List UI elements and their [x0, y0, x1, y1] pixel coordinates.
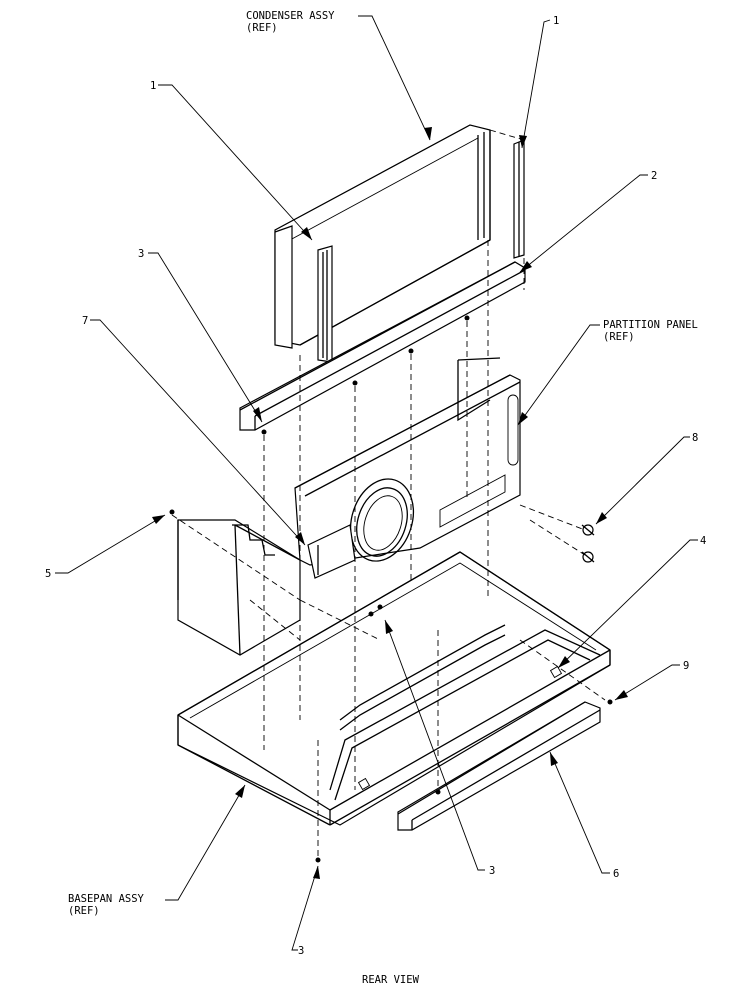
- callout-9: 9: [683, 660, 689, 672]
- callout-3-bottom: 3: [298, 945, 304, 957]
- partition-panel: [294, 357, 521, 579]
- clip-hardware: [581, 524, 595, 563]
- view-title: REAR VIEW: [362, 974, 420, 986]
- side-bracket-right: [513, 139, 525, 259]
- side-bracket-left: [274, 225, 333, 363]
- basepan-assy-label: BASEPAN ASSY: [68, 893, 145, 905]
- callout-1-left: 1: [150, 80, 156, 92]
- partition-panel-label: PARTITION PANEL: [603, 319, 698, 331]
- callout-6: 6: [613, 868, 619, 880]
- callout-1-top-right: 1: [553, 15, 559, 27]
- callout-7: 7: [82, 315, 88, 327]
- callout-2: 2: [651, 170, 657, 182]
- basepan-assy-ref: (REF): [68, 905, 100, 917]
- screws: [169, 315, 613, 863]
- partition-panel-ref: (REF): [603, 331, 635, 343]
- basepan-assembly: [177, 551, 611, 826]
- condenser-assy-ref: (REF): [246, 22, 278, 34]
- leader-lines: [55, 15, 698, 951]
- callout-4: 4: [700, 535, 706, 547]
- callout-3-upper: 3: [138, 248, 144, 260]
- callout-5: 5: [45, 568, 51, 580]
- condenser-assy-label: CONDENSER ASSY: [246, 10, 335, 22]
- callout-8: 8: [692, 432, 698, 444]
- callout-3-lower-center: 3: [489, 865, 495, 877]
- front-rail: [397, 701, 601, 831]
- top-rail: [239, 261, 526, 431]
